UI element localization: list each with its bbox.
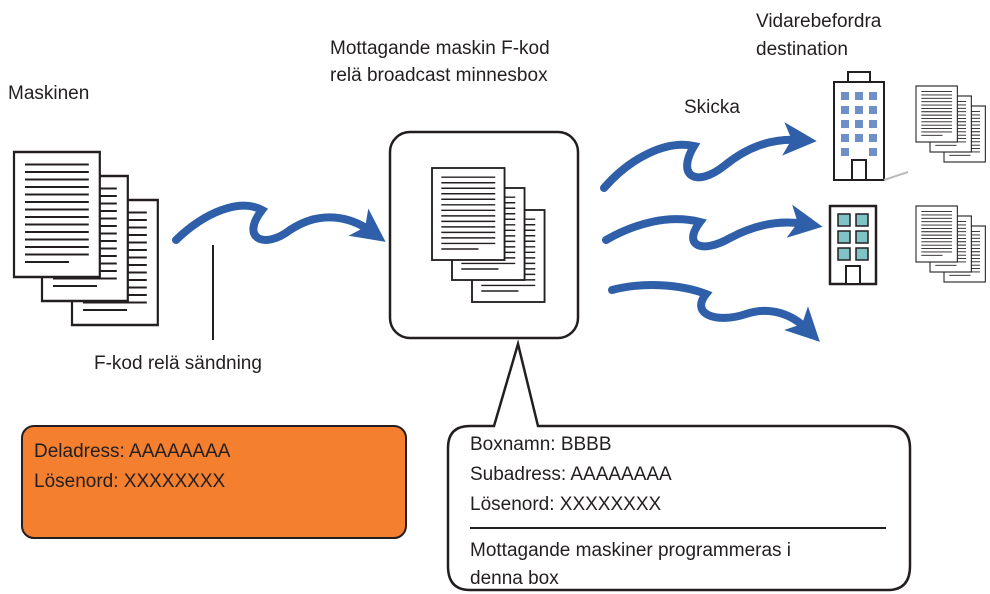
office-building-icon [833, 71, 909, 181]
relay-title-line1: Mottagande maskin F-kod [330, 38, 550, 59]
relay-note-line1: Mottagande maskiner programmeras i [470, 540, 792, 561]
relay-box-name: Boxnamn: BBBB [470, 434, 612, 455]
destination-document-stack-icon-1 [915, 85, 986, 163]
sender-password: Lösenord: XXXXXXXX [34, 471, 226, 492]
relay-info-text: Boxnamn: BBBB Subadress: AAAAAAAA Löseno… [470, 430, 672, 520]
relay-note-text: Mottagande maskiner programmeras i denna… [470, 537, 791, 593]
forward-wave-arrow-1 [600, 122, 817, 192]
forward-wave-arrow-2 [602, 204, 823, 251]
sender-subaddress: Deladress: AAAAAAAA [34, 441, 231, 462]
forward-title-line1: Vidarebefordra [756, 11, 882, 32]
forward-title-line2: destination [756, 39, 848, 60]
transmission-label: F-kod relä sändning [94, 353, 262, 374]
forward-wave-arrow-3 [608, 281, 820, 342]
destination-document-stack-icon-2 [915, 205, 986, 283]
sender-label: Maskinen [8, 83, 90, 104]
relay-note-line2: denna box [470, 568, 559, 589]
relay-password: Lösenord: XXXXXXXX [470, 494, 662, 515]
transmission-wave-arrow-icon [172, 201, 386, 244]
sender-info-box [21, 425, 407, 539]
relay-subaddress: Subadress: AAAAAAAA [470, 464, 672, 485]
relay-title-line2: relä broadcast minnesbox [330, 65, 548, 86]
sender-info-text: Deladress: AAAAAAAA Lösenord: XXXXXXXX [34, 437, 230, 497]
apartment-building-icon [828, 204, 878, 286]
sender-document-stack-icon [12, 150, 160, 327]
send-label: Skicka [684, 97, 740, 118]
